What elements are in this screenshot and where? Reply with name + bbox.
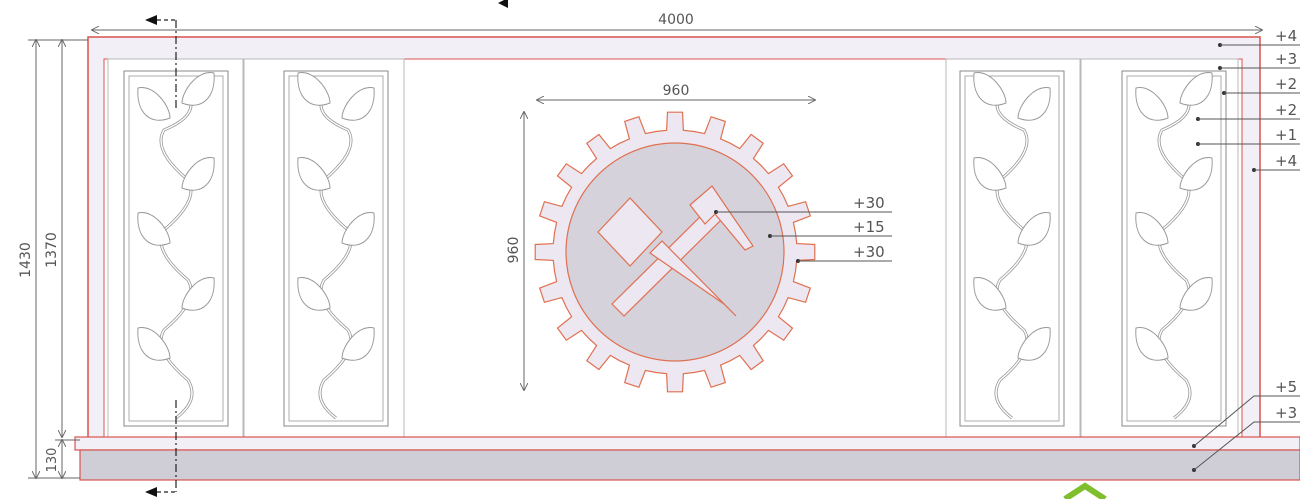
vine-stem-inner	[1158, 94, 1191, 419]
vine-panel-3	[959, 70, 1065, 427]
section-arrow-icon	[498, 0, 508, 8]
vine-stem-inner	[160, 94, 193, 419]
panel-frame-inner	[1126, 75, 1222, 422]
vine-leaf	[973, 277, 1007, 311]
vine-leaf	[1135, 327, 1169, 361]
panel-frame-outer	[283, 70, 389, 427]
vine-panel-1	[123, 70, 229, 427]
logo-mark-icon	[1063, 482, 1107, 502]
medallion-callout-group: +30 +15 +30	[714, 194, 892, 263]
panel-frame-inner	[288, 75, 384, 422]
section-arrow-icon	[145, 15, 157, 25]
vine-leaf	[181, 72, 215, 106]
right-callout-label: +4	[1275, 27, 1297, 45]
gear-medallion	[534, 111, 816, 393]
right-callout-label: +4	[1275, 152, 1297, 170]
vine-stem-inner	[995, 94, 1028, 419]
medallion-callout-label: +30	[853, 243, 885, 261]
section-arrow-icon	[145, 487, 157, 497]
crossed-hammers-icon	[597, 185, 754, 317]
vine-leaf	[297, 277, 331, 311]
medallion-width-label: 960	[663, 83, 690, 99]
medallion-callout-label: +30	[853, 194, 885, 212]
right-callout-group: +4 +3 +2 +2 +1 +4	[1196, 27, 1300, 172]
right-callout-label: +2	[1275, 75, 1297, 93]
panel-frame-outer	[1121, 70, 1227, 427]
vine-leaf	[137, 87, 171, 121]
vine-leaf	[137, 212, 171, 246]
vine-panel-4	[1121, 70, 1227, 427]
base-callout-label: +3	[1275, 404, 1297, 422]
base-height-label: 130	[45, 448, 60, 473]
vine-leaf	[1179, 157, 1213, 191]
medallion-callout-label: +15	[853, 218, 885, 236]
vine-leaf	[1135, 212, 1169, 246]
vine-leaf	[1017, 212, 1051, 246]
vine-leaf	[341, 212, 375, 246]
base-cap	[74, 436, 1300, 451]
vine-leaf	[297, 72, 331, 106]
medallion-height-label: 960	[506, 237, 522, 264]
vine-leaf	[1135, 87, 1169, 121]
vine-stem-inner	[319, 94, 352, 419]
vine-leaf	[181, 157, 215, 191]
base-callout-label: +5	[1275, 378, 1297, 396]
right-callout-label: +2	[1275, 101, 1297, 119]
panel-frame-inner	[964, 75, 1060, 422]
vine-leaf	[1179, 72, 1213, 106]
vine-leaf	[1017, 327, 1051, 361]
right-callout-label: +1	[1275, 126, 1297, 144]
vine-leaf	[1017, 87, 1051, 121]
base-plinth	[79, 449, 1300, 481]
overall-height-label: 1430	[18, 242, 34, 278]
vine-leaf	[341, 327, 375, 361]
overall-width-label: 4000	[658, 12, 694, 28]
section-line	[150, 19, 177, 493]
vine-leaf	[973, 72, 1007, 106]
dimension-lines	[28, 30, 1262, 478]
vine-leaf	[973, 157, 1007, 191]
panel-height-label: 1370	[44, 232, 60, 268]
base-callout-group: +5+3	[1192, 378, 1300, 472]
vine-leaf	[1179, 277, 1213, 311]
vine-leaf	[341, 87, 375, 121]
base-callout-leader	[1193, 395, 1300, 447]
panel-frame-outer	[959, 70, 1065, 427]
vine-leaf	[181, 277, 215, 311]
right-callout-label: +3	[1275, 50, 1297, 68]
vine-leaf	[137, 327, 171, 361]
base-callout-leader	[1193, 421, 1300, 471]
vine-leaf	[297, 157, 331, 191]
vine-panel-2	[283, 70, 389, 427]
